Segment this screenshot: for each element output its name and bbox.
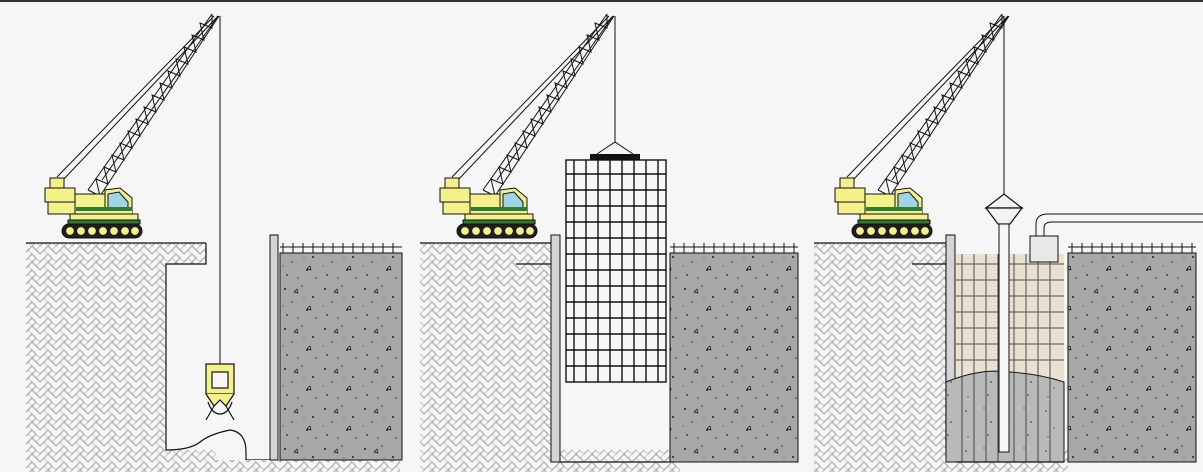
panel-cage-insertion (420, 13, 799, 472)
tremie-pipe (998, 223, 1010, 453)
grab-bucket-icon (205, 363, 235, 421)
crane-icon (439, 13, 615, 239)
rebar-cage-icon (565, 159, 667, 383)
panel-excavation (26, 13, 403, 472)
crane-icon (44, 13, 220, 239)
tremie-hopper-icon (984, 193, 1024, 225)
rebar-cage-icon (956, 254, 1064, 462)
concrete-pump-icon (1029, 213, 1203, 263)
crane-icon (834, 13, 1010, 239)
panel-concreting (814, 13, 1203, 472)
